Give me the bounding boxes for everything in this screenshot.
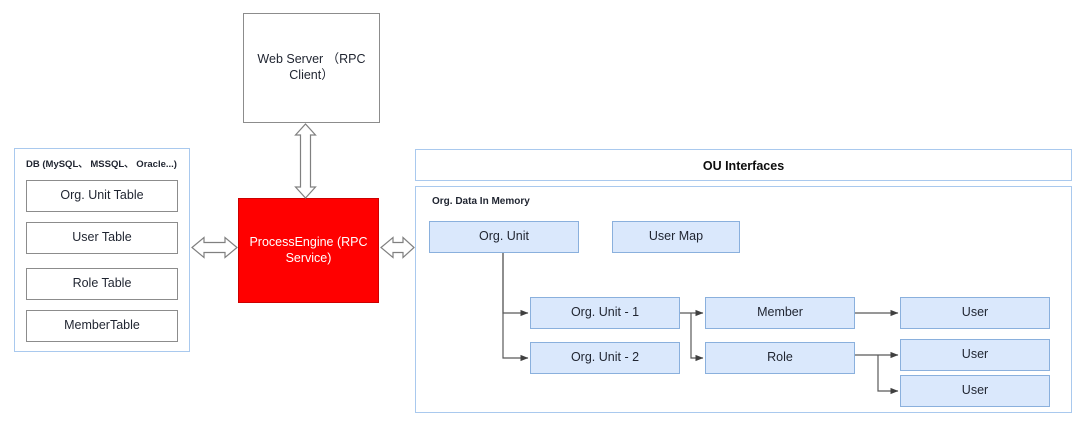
process-engine-node[interactable]: ProcessEngine (RPC Service): [238, 198, 379, 303]
db-table-member[interactable]: MemberTable: [26, 310, 178, 342]
org-unit-label: Org. Unit: [478, 229, 529, 244]
user-map-node[interactable]: User Map: [612, 221, 740, 253]
ou-interfaces-panel: [415, 149, 1072, 181]
web-server-node[interactable]: Web Server （RPC Client）: [243, 13, 380, 123]
db-table-org-unit-label: Org. Unit Table: [60, 188, 144, 203]
member-label: Member: [757, 305, 803, 320]
org-data-memory-title: Org. Data In Memory: [432, 196, 530, 207]
ou-interfaces-title: OU Interfaces: [702, 159, 785, 173]
user-1-node[interactable]: User: [900, 297, 1050, 329]
org-data-memory-panel: [415, 186, 1072, 413]
engine-to-ou-arrow: [380, 236, 415, 259]
user-3-node[interactable]: User: [900, 375, 1050, 407]
db-table-role[interactable]: Role Table: [26, 268, 178, 300]
member-node[interactable]: Member: [705, 297, 855, 329]
org-unit-2-label: Org. Unit - 2: [570, 350, 640, 365]
user-2-label: User: [961, 347, 989, 362]
role-label: Role: [767, 350, 793, 365]
db-panel: [14, 148, 190, 352]
db-table-user[interactable]: User Table: [26, 222, 178, 254]
user-3-label: User: [961, 383, 989, 398]
web-to-engine-arrow: [294, 123, 317, 199]
db-table-user-label: User Table: [72, 230, 132, 245]
org-unit-1-label: Org. Unit - 1: [570, 305, 640, 320]
org-unit-node[interactable]: Org. Unit: [429, 221, 579, 253]
db-to-engine-arrow: [191, 236, 238, 259]
db-table-org-unit[interactable]: Org. Unit Table: [26, 180, 178, 212]
web-server-label: Web Server （RPC Client）: [257, 52, 366, 82]
user-1-label: User: [961, 305, 989, 320]
user-map-label: User Map: [648, 229, 704, 244]
role-node[interactable]: Role: [705, 342, 855, 374]
db-table-role-label: Role Table: [72, 276, 132, 291]
user-2-node[interactable]: User: [900, 339, 1050, 371]
org-unit-2-node[interactable]: Org. Unit - 2: [530, 342, 680, 374]
process-engine-label: ProcessEngine (RPC Service): [249, 234, 368, 265]
db-panel-title: DB (MySQL、 MSSQL、 Oracle...): [26, 159, 177, 170]
org-unit-1-node[interactable]: Org. Unit - 1: [530, 297, 680, 329]
db-table-member-label: MemberTable: [64, 318, 140, 333]
